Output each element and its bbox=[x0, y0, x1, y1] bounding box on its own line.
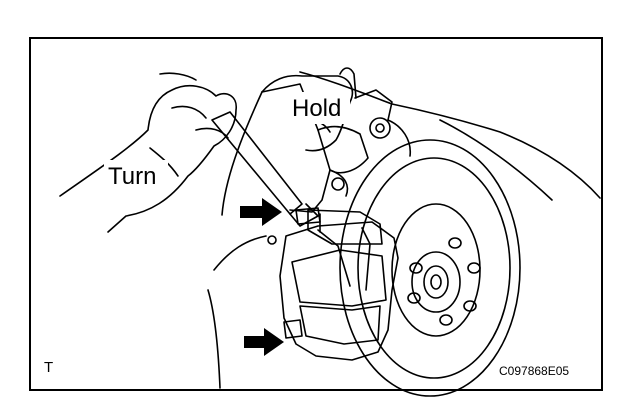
view-code: T bbox=[44, 359, 53, 376]
left-hand bbox=[59, 84, 237, 233]
fender-inner-outline bbox=[439, 119, 553, 201]
turn-label: Turn bbox=[108, 163, 156, 190]
figure-code: C097868E05 bbox=[499, 364, 569, 378]
brake-rotor bbox=[339, 139, 521, 397]
wheel-stud bbox=[409, 262, 423, 274]
lower-slide-pin bbox=[283, 319, 303, 339]
hold-label-background bbox=[288, 92, 350, 124]
wheel-stud bbox=[448, 237, 462, 249]
wrench bbox=[211, 111, 303, 215]
fender-outline bbox=[299, 71, 601, 199]
arrow-icon bbox=[244, 328, 284, 356]
turn-label-background bbox=[104, 160, 168, 190]
hold-label: Hold bbox=[292, 95, 341, 122]
wheel-stud bbox=[439, 314, 453, 326]
wheel-stud bbox=[407, 292, 421, 304]
wheel-stud bbox=[463, 300, 477, 312]
wheel-stud bbox=[467, 262, 481, 274]
wheel-hub bbox=[411, 251, 461, 313]
arrow-icon bbox=[240, 198, 282, 226]
right-hand bbox=[261, 74, 354, 152]
